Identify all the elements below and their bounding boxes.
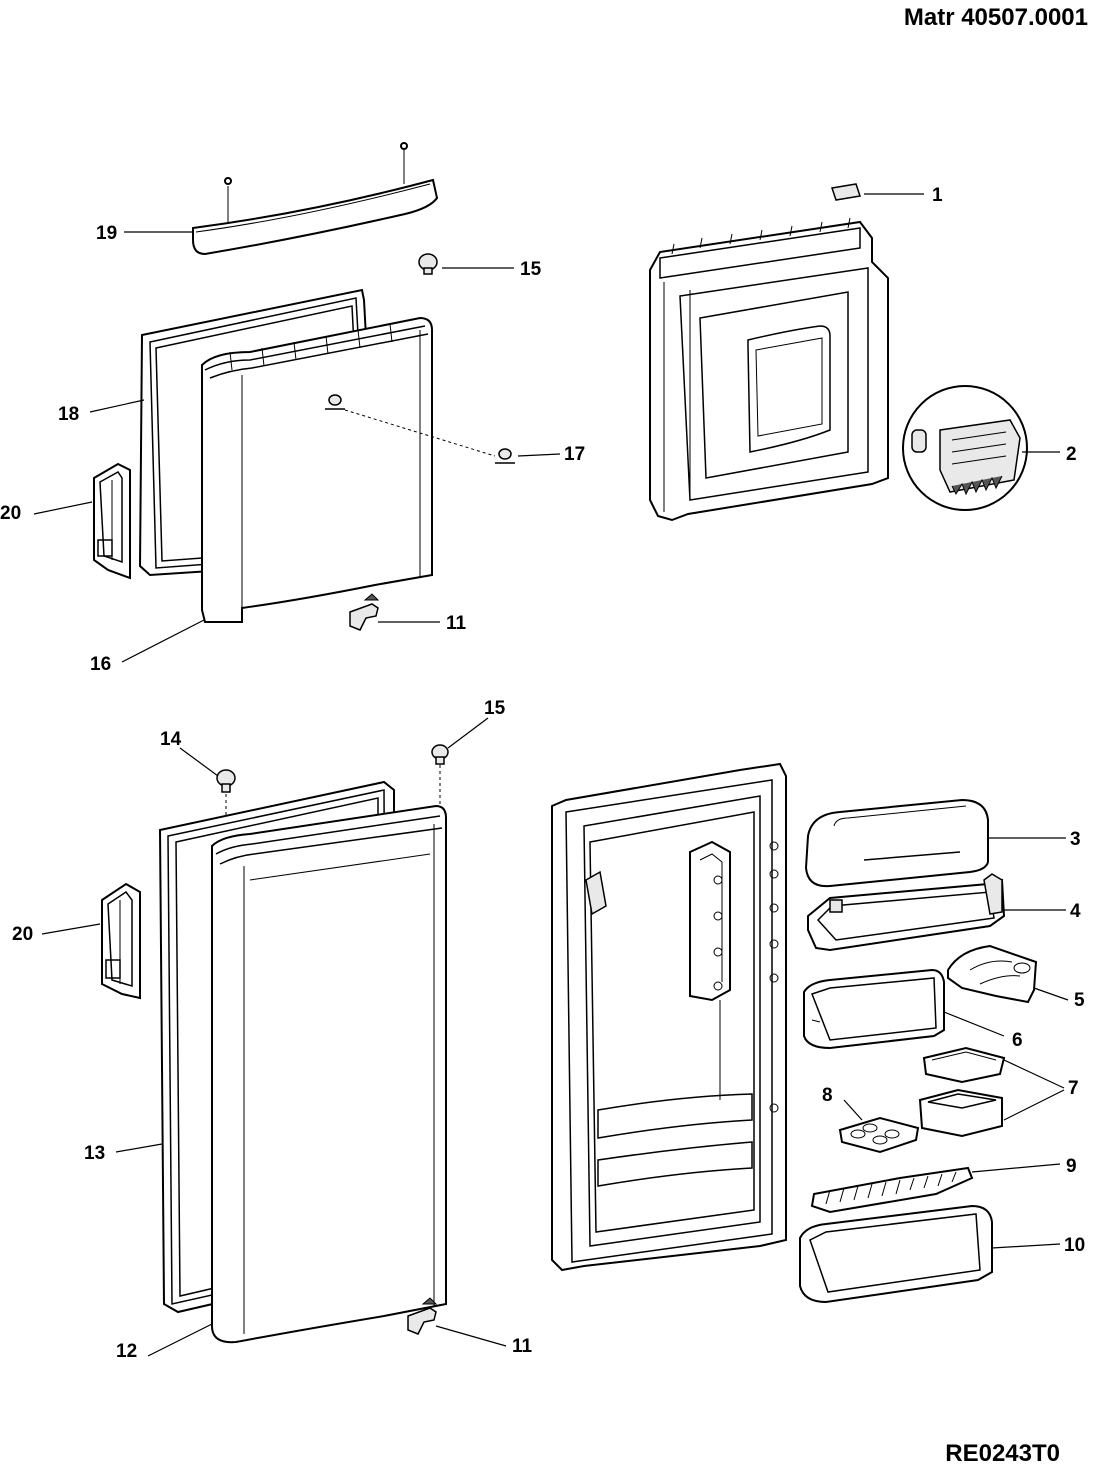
callout-9: 9 xyxy=(1066,1156,1077,1177)
part-3-dairy-lid xyxy=(804,798,989,888)
part-5-egg-holder xyxy=(947,944,1038,1004)
callout-11-top: 11 xyxy=(446,613,467,634)
part-19-door-handle-bar xyxy=(192,142,439,256)
part-2-latch-detail-circle xyxy=(902,385,1028,511)
callout-12: 12 xyxy=(116,1341,137,1362)
callout-15-bottom: 15 xyxy=(484,698,506,719)
fridge-door-liner xyxy=(551,762,787,1272)
callout-20-bottom: 20 xyxy=(12,924,33,945)
callout-13: 13 xyxy=(84,1143,105,1164)
callout-15-top: 15 xyxy=(520,259,542,280)
callout-8: 8 xyxy=(822,1085,833,1106)
part-10-shelf-bottom xyxy=(799,1204,993,1304)
part-11-hinge-bottom xyxy=(407,1297,438,1335)
part-4-shelf-upper xyxy=(807,873,1006,952)
callout-19: 19 xyxy=(96,223,117,244)
part-20-handle-bottom xyxy=(101,882,141,1000)
part-14-screw-cap xyxy=(216,769,236,820)
callout-18: 18 xyxy=(58,404,79,425)
part-6-shelf-middle xyxy=(803,968,945,1050)
callout-16: 16 xyxy=(90,654,111,675)
part-15-screw-cap-top xyxy=(418,253,438,275)
callout-6: 6 xyxy=(1012,1030,1023,1051)
part-12-fridge-door xyxy=(211,804,447,1344)
callout-14: 14 xyxy=(160,729,182,750)
part-16-freezer-door xyxy=(201,316,433,623)
part-8-egg-tray xyxy=(838,1116,920,1154)
callout-7: 7 xyxy=(1068,1078,1079,1099)
callout-11-bottom: 11 xyxy=(512,1336,533,1357)
drawing-code: RE0243T0 xyxy=(945,1440,1060,1467)
callout-20-top: 20 xyxy=(0,503,21,524)
callout-17: 17 xyxy=(564,444,585,465)
callout-4: 4 xyxy=(1070,901,1081,922)
callout-2: 2 xyxy=(1066,444,1077,465)
part-15-screw-cap-bottom xyxy=(431,744,449,806)
part-1-clip xyxy=(831,183,861,201)
part-11-hinge-top xyxy=(349,593,380,631)
callout-10: 10 xyxy=(1064,1235,1085,1256)
part-17-door-stop-pins xyxy=(325,394,515,464)
part-9-bottle-retainer xyxy=(810,1166,974,1214)
part-20-handle-top xyxy=(93,462,131,580)
callout-5: 5 xyxy=(1074,990,1085,1011)
callout-1: 1 xyxy=(932,185,943,206)
callout-3: 3 xyxy=(1070,829,1081,850)
model-number: Matr 40507.0001 xyxy=(903,4,1088,31)
leader-lines xyxy=(33,193,1069,1357)
freezer-door-liner xyxy=(649,217,889,522)
part-7-butter-dish xyxy=(918,1046,1006,1138)
